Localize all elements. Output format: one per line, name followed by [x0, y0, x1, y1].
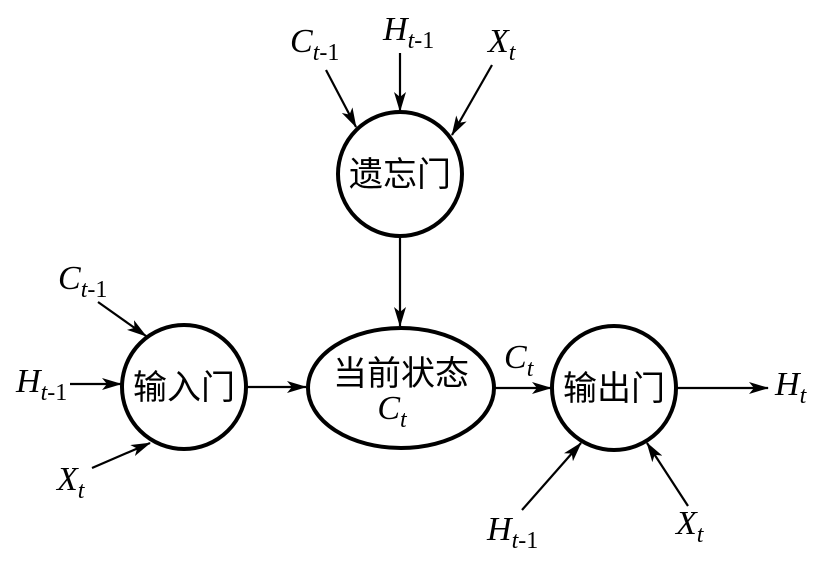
- label-forget-h: Ht-1: [382, 11, 434, 54]
- edges: [70, 53, 769, 511]
- current-state-label: 当前状态: [333, 354, 469, 394]
- label-input-x: Xt: [55, 461, 86, 504]
- edge-input-c-in: [97, 301, 147, 337]
- label-input-c: Ct-1: [58, 260, 107, 303]
- output-gate-label: 输出门: [563, 369, 665, 409]
- input-gate-label: 输入门: [133, 368, 235, 408]
- edge-output-x-in: [646, 442, 689, 507]
- label-input-h: Ht-1: [15, 363, 67, 406]
- edge-forget-c-in: [325, 69, 357, 128]
- current-state-node: 当前状态 Ct: [306, 326, 496, 450]
- label-forget-c: Ct-1: [290, 23, 339, 66]
- edge-output-h-in: [521, 442, 582, 511]
- label-state-to-output: Ct: [504, 339, 535, 382]
- forget-gate-node: 遗忘门: [336, 110, 464, 238]
- variable-labels: Ct-1 Ht-1 Xt Ct-1 Ht-1 Xt Ct Ht-1 Xt Ht: [15, 11, 808, 554]
- edge-input-x-in: [91, 441, 151, 470]
- current-state-var: Ct: [377, 390, 408, 433]
- label-output-h-in: Ht-1: [486, 511, 538, 554]
- label-output-x: Xt: [674, 505, 705, 548]
- label-forget-x: Xt: [486, 23, 517, 66]
- output-gate-node: 输出门: [550, 324, 678, 452]
- forget-gate-label: 遗忘门: [349, 155, 451, 195]
- label-output-result: Ht: [774, 366, 808, 409]
- edge-forget-x-in: [451, 64, 493, 136]
- input-gate-node: 输入门: [120, 323, 248, 451]
